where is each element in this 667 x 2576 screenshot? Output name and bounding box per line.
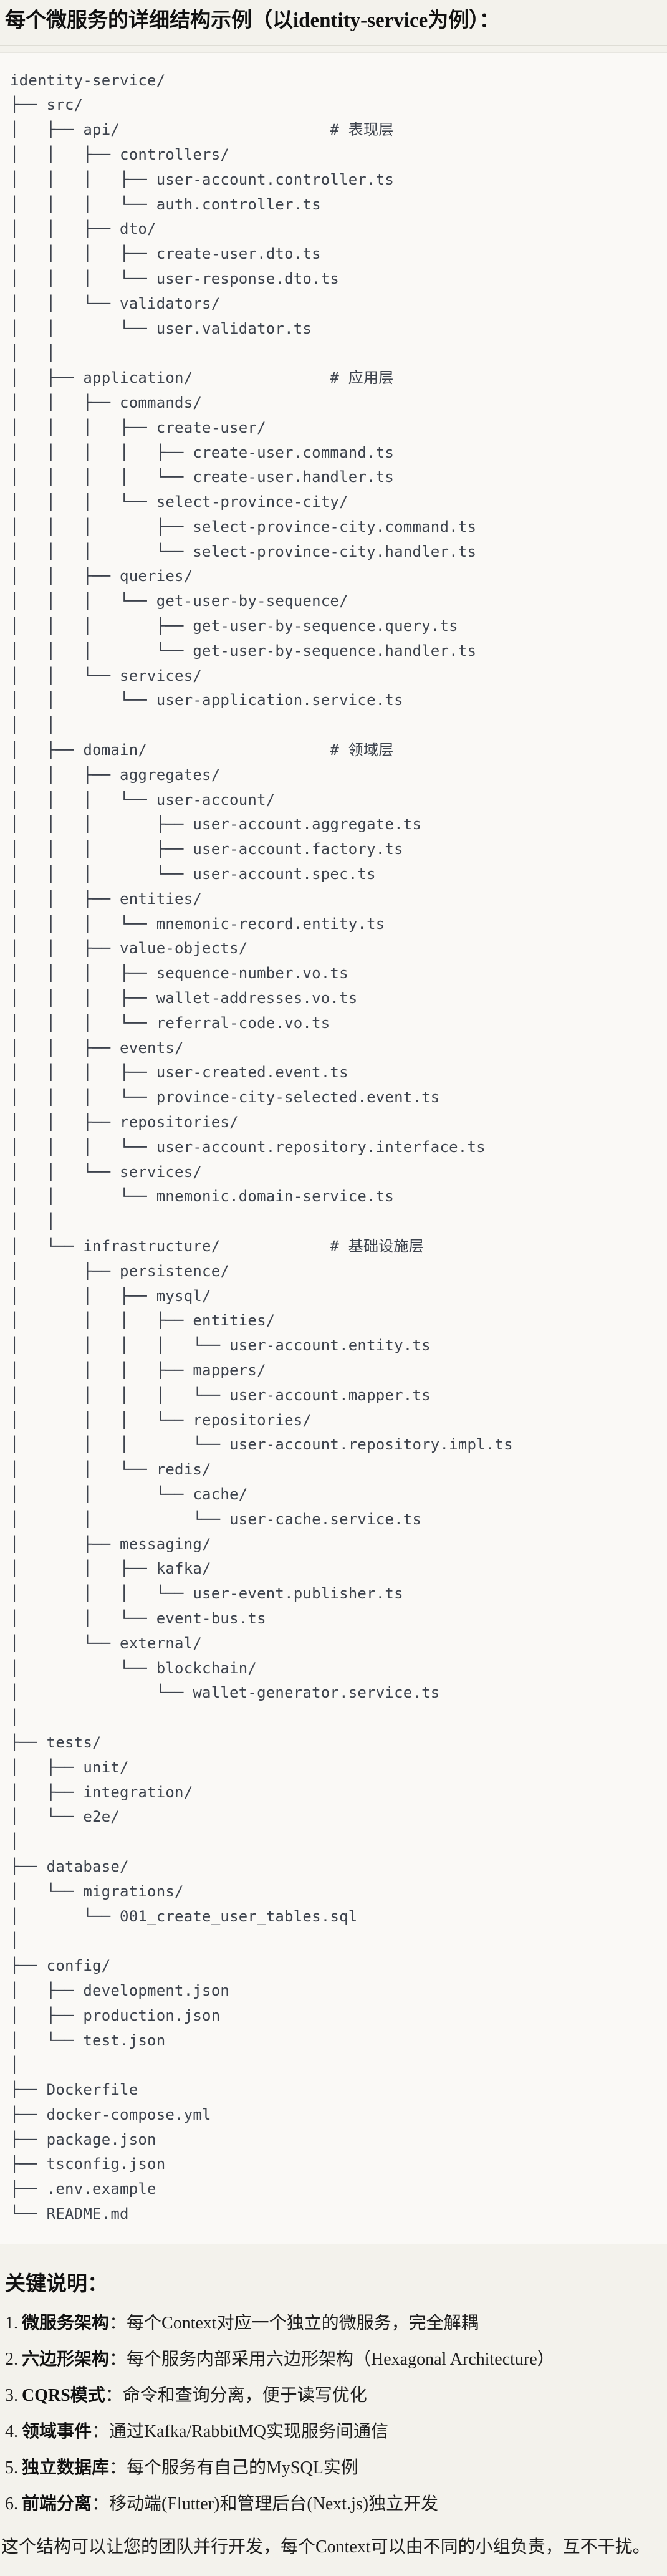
note-desc: ：移动端(Flutter)和管理后台(Next.js)独立开发	[92, 2494, 439, 2514]
note-number: 6.	[5, 2494, 18, 2514]
note-term: 六边形架构	[22, 2349, 110, 2369]
note-desc: ：通过Kafka/RabbitMQ实现服务间通信	[92, 2421, 388, 2441]
page-title: 每个微服务的详细结构示例（以identity-service为例）：	[5, 9, 500, 32]
closing-paragraph: 这个结构可以让您的团队并行开发，每个Context可以由不同的小组负责，互不干扰…	[1, 2537, 650, 2557]
note-item: 1.微服务架构：每个Context对应一个独立的微服务，完全解耦	[5, 2313, 667, 2334]
note-number: 5.	[5, 2458, 18, 2477]
code-block: identity-service/ ├── src/ │ ├── api/ # …	[0, 52, 667, 2244]
note-term: 领域事件	[22, 2421, 92, 2441]
note-item: 3.CQRS模式：命令和查询分离，便于读写优化	[5, 2385, 667, 2406]
note-number: 3.	[5, 2385, 18, 2405]
note-term: CQRS模式	[22, 2385, 105, 2405]
note-number: 4.	[5, 2421, 18, 2441]
directory-tree-text: identity-service/ ├── src/ │ ├── api/ # …	[10, 71, 513, 2223]
note-item: 2.六边形架构：每个服务内部采用六边形架构（Hexagonal Architec…	[5, 2349, 667, 2370]
note-term: 微服务架构	[22, 2313, 110, 2333]
note-number: 1.	[5, 2313, 18, 2333]
note-item: 4.领域事件：通过Kafka/RabbitMQ实现服务间通信	[5, 2421, 667, 2443]
note-desc: ：每个Context对应一个独立的微服务，完全解耦	[109, 2313, 479, 2333]
note-number: 2.	[5, 2349, 18, 2369]
notes-list: 1.微服务架构：每个Context对应一个独立的微服务，完全解耦 2.六边形架构…	[0, 2313, 667, 2515]
note-desc: ：每个服务内部采用六边形架构（Hexagonal Architecture）	[109, 2349, 555, 2369]
note-item: 6.前端分离：移动端(Flutter)和管理后台(Next.js)独立开发	[5, 2494, 667, 2515]
note-item: 5.独立数据库：每个服务有自己的MySQL实例	[5, 2458, 667, 2479]
notes-heading: 关键说明：	[5, 2272, 108, 2295]
note-term: 前端分离	[22, 2494, 92, 2514]
note-term: 独立数据库	[22, 2458, 110, 2477]
title-divider	[0, 44, 667, 46]
note-desc: ：命令和查询分离，便于读写优化	[105, 2385, 367, 2405]
note-desc: ：每个服务有自己的MySQL实例	[109, 2458, 358, 2477]
